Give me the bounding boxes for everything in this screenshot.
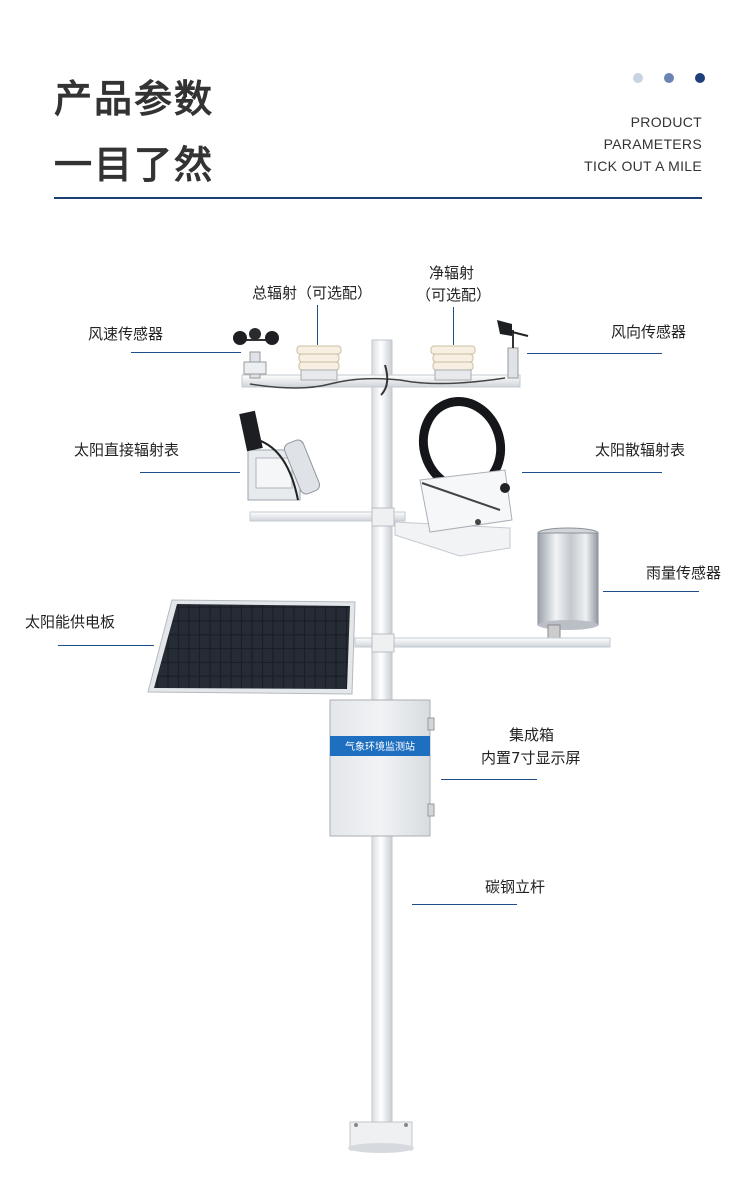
callout-diffuse-radiation — [522, 472, 662, 473]
subtitle-line2: PARAMETERS — [603, 136, 702, 152]
diffuse-radiometer — [418, 397, 513, 533]
label-direct-radiation: 太阳直接辐射表 — [74, 441, 180, 459]
callout-wind-speed — [131, 352, 241, 353]
middle-crossarm — [249, 507, 511, 557]
label-net-radiation-line1: 净辐射 — [429, 264, 475, 282]
page-title-line2: 一目了然 — [54, 143, 215, 187]
anemometer-sensor — [233, 328, 279, 379]
direct-radiometer — [239, 410, 321, 501]
subtitle-line3: TICK OUT A MILE — [584, 158, 702, 174]
label-wind-direction: 风向传感器 — [611, 323, 687, 341]
callout-enclosure — [441, 779, 537, 780]
callout-pole — [412, 904, 517, 905]
integration-enclosure: 气象环境监测站 — [329, 699, 435, 837]
indicator-dot-3 — [695, 73, 705, 83]
indicator-dot-1 — [633, 73, 643, 83]
label-diffuse-radiation: 太阳散辐射表 — [595, 441, 686, 459]
wind-vane-sensor — [497, 320, 529, 379]
label-enclosure-line2: 内置7寸显示屏 — [481, 749, 581, 767]
label-enclosure-line1: 集成箱 — [509, 726, 555, 744]
lower-crossarm — [354, 633, 611, 653]
callout-net-radiation — [453, 307, 454, 345]
callout-solar-panel — [58, 645, 154, 646]
callout-total-radiation — [317, 305, 318, 345]
label-pole: 碳钢立杆 — [485, 878, 546, 896]
label-rain-gauge: 雨量传感器 — [646, 564, 722, 582]
solar-panel — [147, 599, 356, 695]
callout-wind-direction — [527, 353, 662, 354]
label-solar-panel: 太阳能供电板 — [25, 613, 116, 631]
callout-rain-gauge — [603, 591, 699, 592]
total-radiation-shield — [296, 345, 342, 381]
header-divider — [54, 197, 702, 199]
page-title-line1: 产品参数 — [54, 77, 215, 121]
page-indicator-dots — [633, 73, 705, 83]
callout-direct-radiation — [140, 472, 240, 473]
enclosure-tag-text: 气象环境监测站 — [345, 740, 415, 753]
subtitle-line1: PRODUCT — [630, 114, 702, 130]
rain-gauge-sensor — [537, 527, 599, 640]
label-total-radiation: 总辐射（可选配） — [252, 284, 373, 302]
indicator-dot-2 — [664, 73, 674, 83]
net-radiation-shield — [430, 345, 476, 381]
label-wind-speed: 风速传感器 — [88, 325, 164, 343]
label-net-radiation-line2: （可选配） — [416, 286, 492, 304]
